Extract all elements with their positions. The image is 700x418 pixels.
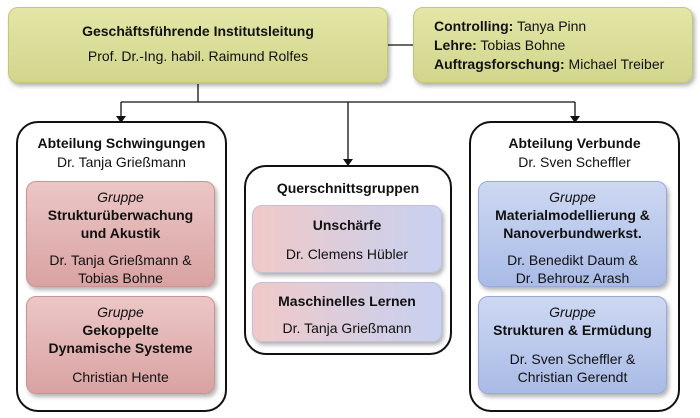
institute-leadership-box: Geschäftsführende Institutsleitung Prof.… bbox=[8, 7, 388, 83]
staff-row-contract-research: Auftragsforschung: Michael Treiber bbox=[434, 56, 665, 72]
department-vibrations-title: Abteilung Schwingungen bbox=[37, 135, 206, 151]
group-coupled-dynamic-systems: Gruppe Gekoppelte Dynamische Systeme Chr… bbox=[26, 296, 215, 394]
staff-row-controlling: Controlling: Tanya Pinn bbox=[434, 18, 587, 34]
department-composites-title: Abteilung Verbunde bbox=[508, 135, 641, 151]
group-uncertainty: Unschärfe Dr. Clemens Hübler bbox=[252, 205, 442, 273]
staff-roles-box: Controlling: Tanya Pinn Lehre: Tobias Bo… bbox=[413, 7, 693, 83]
leadership-name: Prof. Dr.-Ing. habil. Raimund Rolfes bbox=[87, 48, 309, 64]
group-machine-learning: Maschinelles Lernen Dr. Tanja Grießmann bbox=[252, 282, 442, 342]
department-composites-head: Dr. Sven Scheffler bbox=[518, 154, 631, 170]
group-material-modelling: Gruppe Materialmodellierung & Nanoverbun… bbox=[478, 181, 667, 287]
group-structural-monitoring: Gruppe Strukturüberwachung und Akustik D… bbox=[26, 181, 215, 287]
leadership-title: Geschäftsführende Institutsleitung bbox=[82, 23, 314, 39]
staff-row-teaching: Lehre: Tobias Bohne bbox=[434, 37, 566, 53]
cross-sectional-groups-title: Querschnittsgruppen bbox=[276, 180, 420, 196]
group-structures-fatigue: Gruppe Strukturen & Ermüdung Dr. Sven Sc… bbox=[478, 296, 667, 394]
department-vibrations-head: Dr. Tanja Grießmann bbox=[57, 154, 186, 170]
